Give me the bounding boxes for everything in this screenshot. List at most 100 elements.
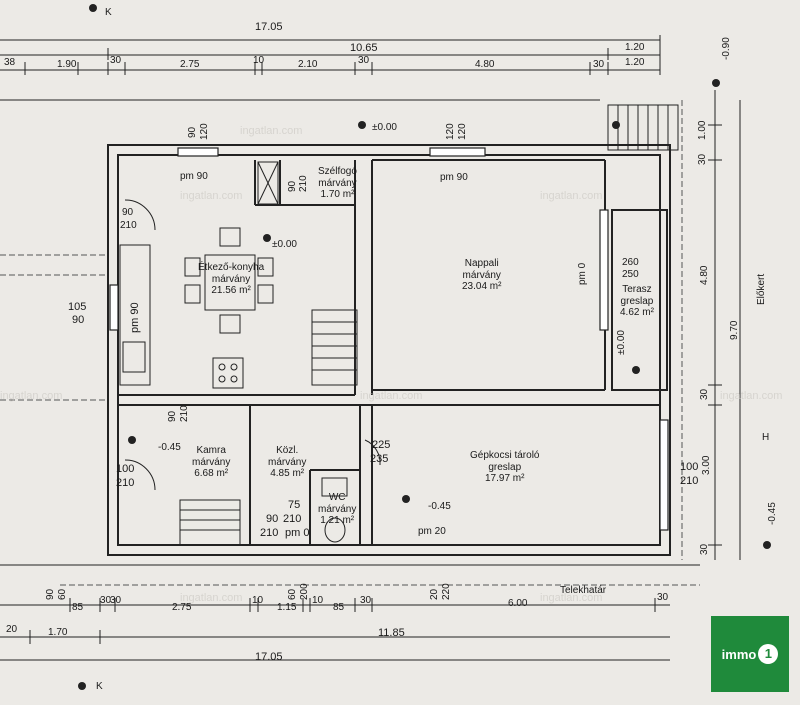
- dim-chain: 38: [4, 57, 16, 68]
- level-label: ±0.00: [272, 239, 297, 250]
- room-area: 4.62 m²: [620, 307, 654, 318]
- immo-logo: immo 1: [711, 616, 789, 692]
- bottom-vlabel: 60: [57, 588, 68, 600]
- bottom-vlabel: 60: [287, 588, 298, 600]
- wc-door-a: 75: [288, 499, 301, 511]
- dim-right: 3.00: [701, 455, 712, 475]
- dim-chain: 85: [333, 602, 345, 613]
- pm90-label: pm 90: [129, 302, 141, 333]
- dim-bottom-total-2: 11.85: [378, 627, 405, 639]
- dim-chain: 6.00: [508, 598, 528, 609]
- dim-chain: 2.10: [298, 59, 318, 70]
- dim-chain: 1.70: [48, 627, 68, 638]
- room-area: 1.70 m²: [320, 189, 355, 200]
- garage-opening-b: 210: [680, 475, 699, 487]
- door-label: 100: [116, 463, 135, 475]
- level-label: ±0.00: [616, 330, 627, 355]
- bottom-vlabel: 200: [299, 583, 310, 600]
- dim-chain: 30: [110, 595, 122, 606]
- dim-right: 4.80: [699, 265, 710, 285]
- dim-chain: 20: [6, 624, 18, 635]
- watermark: ingatlan.com: [180, 190, 243, 202]
- room-terasz: Terasz greslap 4.62 m²: [620, 284, 654, 319]
- level-label: ±0.00: [372, 122, 397, 133]
- kozl-door-a: 90: [266, 513, 279, 525]
- szelfogo-door-b: 210: [298, 175, 309, 192]
- right-dimension-lines: [708, 90, 741, 560]
- room-floor: márvány: [211, 273, 251, 285]
- door-label: 210: [120, 220, 137, 231]
- bottom-vlabel: 220: [441, 583, 452, 600]
- dim-right: 9.70: [729, 320, 740, 340]
- room-area: 17.97 m²: [485, 473, 525, 484]
- dim-right: 30: [699, 543, 710, 555]
- dim-chain: 1.15: [277, 602, 297, 613]
- win-label: 90: [72, 314, 85, 326]
- dim-chain: 30: [360, 595, 372, 606]
- level-label: -0.45: [158, 442, 181, 453]
- win-label: 120: [457, 123, 468, 140]
- windows: [109, 147, 669, 531]
- room-garazs: Gépkocsi tároló greslap 17.97 m²: [470, 450, 539, 485]
- telekhatar-label: Telekhatár: [560, 585, 607, 596]
- dim-right: -0.90: [721, 37, 732, 60]
- door-label: 210: [116, 477, 135, 489]
- room-name: Terasz: [622, 284, 652, 295]
- bottom-vlabel: 20: [429, 588, 440, 600]
- walls: [107, 144, 671, 556]
- room-name: Gépkocsi tároló: [470, 450, 540, 461]
- room-name: WC: [328, 492, 346, 503]
- room-area: 23.04 m²: [462, 281, 502, 292]
- dim-top-total: 17.05: [255, 21, 283, 33]
- dim-chain: 85: [72, 602, 84, 613]
- dim-chain: 2.75: [172, 602, 192, 613]
- watermark: ingatlan.com: [720, 390, 783, 402]
- logo-number: 1: [758, 644, 779, 664]
- dim-chain: 2.75: [180, 59, 200, 70]
- stairs: [179, 104, 679, 546]
- room-nappali: Nappali márvány 23.04 m²: [462, 258, 501, 293]
- kamra-door-a: 90: [167, 410, 178, 422]
- room-etkezo: Étkező-konyha márvány 21.56 m²: [198, 262, 264, 297]
- szelfogo-door-a: 90: [287, 180, 298, 192]
- dim-chain: 10: [252, 595, 264, 606]
- watermark: ingatlan.com: [0, 390, 63, 402]
- terrace-door-a: 260: [622, 257, 639, 268]
- room-floor: márvány: [268, 456, 307, 468]
- dim-chain: 1.90: [57, 59, 77, 70]
- dim-top-right-a: 1.20: [625, 42, 645, 53]
- north-k-top: K: [105, 7, 112, 18]
- watermark: ingatlan.com: [540, 190, 603, 202]
- room-name: Szélfogó: [318, 166, 357, 177]
- pm0-label: pm 0: [577, 262, 588, 285]
- kozl-door-b: 210: [260, 527, 279, 539]
- wc-door-b: 210: [283, 513, 302, 525]
- dim-chain: 30: [110, 55, 122, 66]
- room-kamra: Kamra márvány 6.68 m²: [192, 445, 230, 480]
- room-area: 4.85 m²: [270, 468, 305, 479]
- top-dimension-lines: [0, 35, 661, 101]
- elokert-label: Előkert: [756, 273, 767, 305]
- room-area: 1.21 m²: [320, 515, 355, 526]
- kamra-door-b: 210: [179, 405, 190, 422]
- dim-chain: 10: [312, 595, 324, 606]
- dim-chain: 30: [657, 592, 669, 603]
- terrace-door-b: 250: [622, 269, 639, 280]
- dim-chain: 30: [358, 55, 370, 66]
- dim-chain: 30: [100, 595, 112, 606]
- room-name: Kamra: [196, 445, 226, 456]
- dim-right: 30: [697, 153, 708, 165]
- room-floor: márvány: [192, 456, 231, 468]
- bottom-dimension-lines: [0, 564, 700, 661]
- garage-opening-a: 100: [680, 461, 699, 473]
- room-szelfogo: Szélfogó márvány 1.70 m²: [318, 166, 357, 201]
- dim-chain: 4.80: [475, 59, 495, 70]
- room-area: 6.68 m²: [194, 468, 229, 479]
- dim-bottom-total-1: 17.05: [255, 651, 283, 663]
- room-floor: greslap: [620, 295, 654, 307]
- watermark: ingatlan.com: [360, 390, 423, 402]
- h-marker: H: [762, 432, 770, 443]
- pm90-label: pm 90: [180, 171, 208, 182]
- level-label: -0.45: [767, 502, 778, 525]
